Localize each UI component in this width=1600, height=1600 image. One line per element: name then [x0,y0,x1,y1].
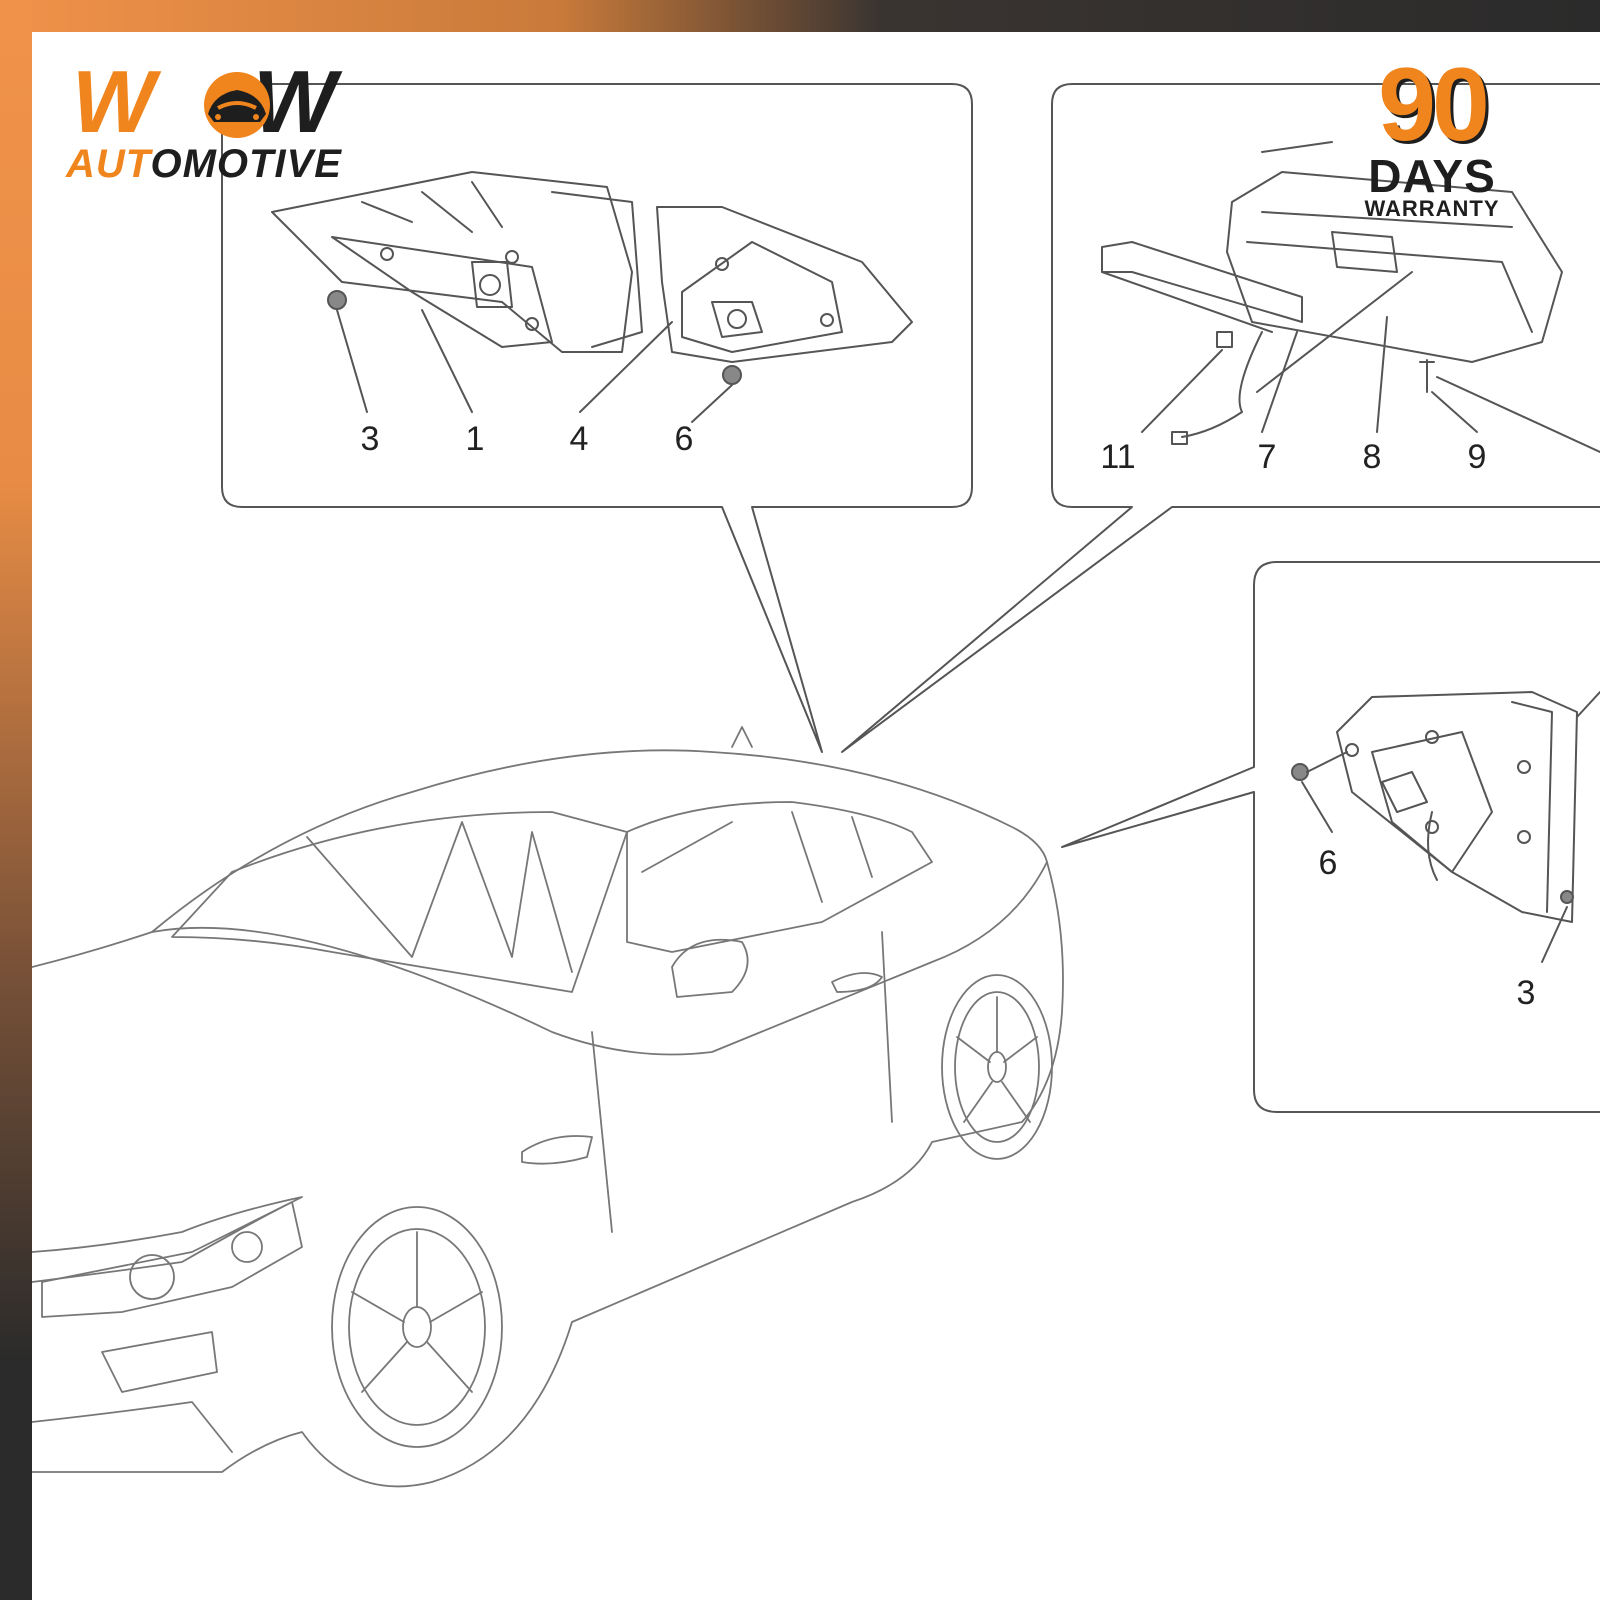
warranty-days-number: 90 [1378,47,1490,163]
tail-lamp-assembly [271,171,643,353]
logo-letter: W [72,52,162,151]
screw-icon [1419,359,1435,393]
callout-number: 8 [1363,438,1382,476]
detail-panel-third-brake-light [841,83,1600,753]
callout-number: 4 [570,420,589,458]
connector-icon [1216,331,1233,348]
door-handle [831,972,883,993]
callout-number: 7 [1258,438,1277,476]
callout-number: 6 [675,420,694,458]
warranty-days-label: DAYS [1368,149,1496,202]
fog-light [101,1331,218,1393]
callout-number: 1 [466,420,485,458]
fastener-icon [1560,890,1574,904]
page-frame-left [0,0,32,1600]
callout-number: 3 [361,420,380,458]
callout-number: 3 [1517,974,1536,1012]
brand-subtitle: AUTOMOTIVE [66,142,342,187]
subtitle-rest: OMOTIVE [150,142,342,186]
front-wheel [331,1206,503,1448]
subtitle-accent: AUT [66,142,151,186]
warranty-label: WARRANTY [1364,196,1500,222]
headlight [41,1201,303,1318]
parts-diagram: 3 1 4 6 11 7 8 9 6 3 [32,83,1600,1488]
callout-number: 9 [1468,438,1487,476]
callout-number: 6 [1319,844,1338,882]
sports-car-icon [204,72,270,138]
callout-labels: 3 1 4 6 11 7 8 9 6 3 [361,420,1536,1012]
side-badge [521,1135,593,1165]
fastener-icon [1291,763,1309,781]
car-illustration [32,726,1064,1488]
callout-number: 11 [1100,438,1135,476]
side-lamp-assembly [1336,691,1578,923]
warranty-badge: 90 DAYS WARRANTY [1317,47,1547,222]
side-mirror [671,938,749,998]
brake-light-bar [1101,241,1303,333]
fastener-icon [722,365,742,385]
detail-panel-side-light [1061,561,1600,1113]
rear-wheel [941,974,1053,1160]
inner-lamp-assembly [656,206,913,363]
detail-panel-rear-lights [221,83,973,753]
fastener-icon [327,290,347,310]
